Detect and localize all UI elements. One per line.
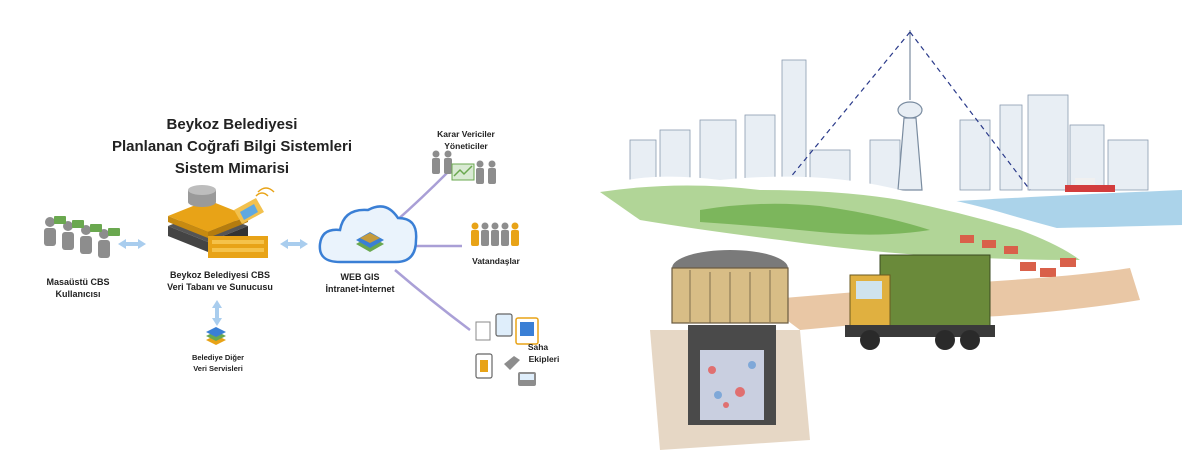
double-arrows bbox=[118, 239, 308, 326]
diagram-title: Beykoz Belediyesi Planlanan Coğrafi Bilg… bbox=[112, 116, 352, 177]
double-arrow-desktop-server bbox=[118, 239, 146, 249]
database-server-icon bbox=[168, 185, 275, 258]
decision-label-2: Yöneticiler bbox=[444, 141, 488, 151]
citizens-icon bbox=[471, 222, 519, 246]
field-devices-icon bbox=[475, 313, 539, 386]
server-label-2: Veri Tabanı ve Sunucusu bbox=[167, 282, 273, 292]
title-line-3: Sistem Mimarisi bbox=[175, 160, 289, 177]
field-label-2: Ekipleri bbox=[529, 354, 560, 364]
title-line-2: Planlanan Coğrafi Bilgi Sistemleri bbox=[112, 138, 352, 155]
layers-icon bbox=[206, 327, 226, 345]
decision-label-1: Karar Vericiler bbox=[437, 129, 495, 139]
services-label-2: Veri Servisleri bbox=[193, 364, 243, 373]
desktop-users-icon bbox=[44, 216, 120, 258]
waste-container-illustration bbox=[650, 250, 810, 450]
services-label-1: Belediye Diğer bbox=[192, 353, 244, 362]
cloud-icon bbox=[318, 205, 418, 264]
managers-icon bbox=[432, 150, 496, 184]
field-label-1: Saha bbox=[528, 342, 549, 352]
double-arrow-server-services bbox=[212, 300, 222, 326]
double-arrow-server-webgis bbox=[280, 239, 308, 249]
desktop-label-1: Masaüstü CBS bbox=[46, 277, 109, 287]
link-webgis-field bbox=[394, 269, 471, 331]
server-label-1: Beykoz Belediyesi CBS bbox=[170, 270, 270, 280]
title-line-1: Beykoz Belediyesi bbox=[167, 116, 298, 133]
desktop-label-2: Kullanıcısı bbox=[55, 289, 100, 299]
link-webgis-decision bbox=[394, 171, 449, 223]
citizens-label: Vatandaşlar bbox=[472, 256, 520, 266]
city-waste-illustration bbox=[590, 30, 1182, 470]
webgis-label-1: WEB GIS bbox=[340, 272, 379, 282]
garbage-truck-illustration bbox=[845, 254, 995, 350]
tower-illustration bbox=[897, 30, 923, 191]
webgis-label-2: İntranet-İnternet bbox=[325, 284, 394, 294]
